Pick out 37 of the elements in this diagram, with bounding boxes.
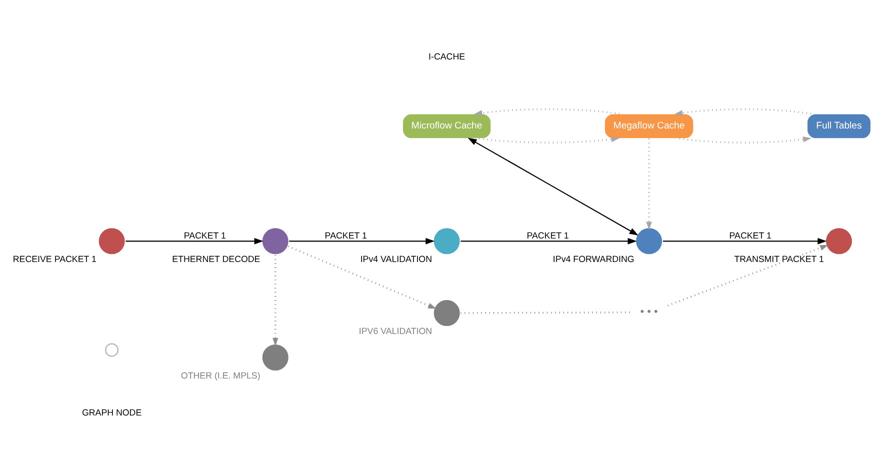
node-circle xyxy=(824,226,854,256)
label: I-CACHE xyxy=(428,51,466,62)
node-circle xyxy=(432,226,462,256)
node-label: ETHERNET DECODE xyxy=(172,254,260,264)
node-box: Full Tables xyxy=(806,114,872,139)
arrow xyxy=(674,108,812,116)
arrow xyxy=(663,238,827,244)
arrow xyxy=(474,108,620,116)
arrow xyxy=(679,136,812,144)
node-box: Megaflow Cache xyxy=(604,114,694,139)
legend-label: GRAPH NODE xyxy=(82,407,142,418)
arrow xyxy=(460,238,637,244)
edge-label: PACKET 1 xyxy=(729,230,772,241)
node-circle xyxy=(261,226,290,256)
node-circle xyxy=(432,298,462,328)
edge-label: PACKET 1 xyxy=(526,230,569,241)
arrow xyxy=(479,136,620,144)
node-label: OTHER (I.E. MPLS) xyxy=(180,370,260,380)
arrow xyxy=(126,238,264,244)
arrow xyxy=(288,246,436,309)
node-label: IPV6 VALIDATION xyxy=(358,326,432,336)
arrow xyxy=(668,244,828,306)
node-circle xyxy=(261,343,290,372)
node-circle xyxy=(97,226,126,256)
node-text: • • • xyxy=(640,306,658,318)
node-label: IPv4 FORWARDING xyxy=(552,254,634,264)
node-circle xyxy=(634,226,664,256)
node-label: RECEIVE PACKET 1 xyxy=(12,254,96,264)
arrow xyxy=(646,138,652,230)
arrow xyxy=(468,138,638,236)
node-label: IPv4 VALIDATION xyxy=(360,254,432,264)
edge-label: PACKET 1 xyxy=(184,230,226,241)
arrow xyxy=(289,238,435,244)
node-box: Microflow Cache xyxy=(402,114,492,139)
edge-label: PACKET 1 xyxy=(324,230,367,241)
node-label: TRANSMIT PACKET 1 xyxy=(734,254,824,264)
arrow xyxy=(272,254,278,346)
